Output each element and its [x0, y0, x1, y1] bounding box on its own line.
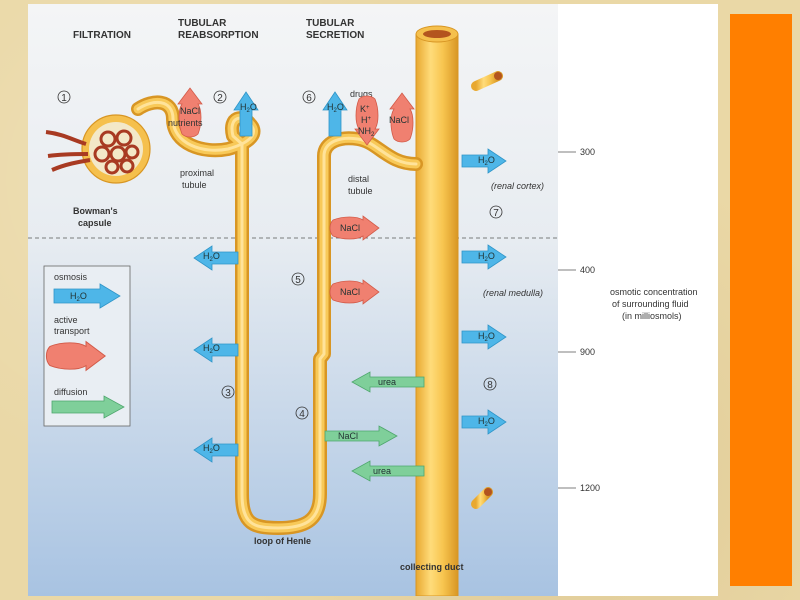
scale-caption-line1: osmotic concentration	[610, 287, 698, 297]
glomerulus	[93, 129, 140, 175]
legend-water-label: H2O	[70, 291, 87, 303]
duct-water-label-1: H2O	[478, 155, 495, 167]
ascending-nacl-label-2: NaCl	[340, 287, 360, 297]
scale-background	[558, 4, 718, 596]
distal-label-line1: distal	[348, 174, 369, 184]
distal-water-label: H2O	[327, 102, 344, 114]
collecting-duct-label: collecting duct	[400, 562, 464, 572]
legend-active-label-line2: transport	[54, 326, 90, 336]
descending-water-label-3: H2O	[203, 443, 220, 455]
scale-value-900: 900	[580, 347, 595, 357]
scale-caption-line2: of surrounding fluid	[612, 299, 689, 309]
renal-cortex-label: (renal cortex)	[491, 181, 544, 191]
osmolarity-scale: 300 400 900 1200 osmotic concentration o…	[558, 147, 698, 493]
drugs-label: drugs	[350, 89, 373, 99]
proximal-label-line2: tubule	[182, 180, 207, 190]
legend-active-label-line1: active	[54, 315, 78, 325]
urea-label-2: urea	[373, 466, 391, 476]
accent-panel	[730, 14, 792, 586]
step-7-number: 7	[493, 208, 499, 219]
legend-osmosis-arrow	[53, 283, 121, 309]
scale-caption-line3: (in milliosmols)	[622, 311, 682, 321]
proximal-label-line1: proximal	[180, 168, 214, 178]
scale-value-400: 400	[580, 265, 595, 275]
legend: osmosis H2O active transport diffusion	[43, 265, 131, 427]
renal-medulla-label: (renal medulla)	[483, 288, 543, 298]
nephron-tubule	[131, 95, 423, 535]
bowmans-capsule	[45, 114, 151, 184]
step-8-circle	[483, 377, 497, 391]
step-1-circle	[57, 90, 71, 104]
duct-water-label-3: H2O	[478, 331, 495, 343]
hydrogen-label: H+	[361, 115, 372, 125]
distal-nacl-label: NaCl	[389, 115, 409, 125]
distal-label-line2: tubule	[348, 186, 373, 196]
step-2-number: 2	[217, 93, 223, 104]
duct-water-label-2: H2O	[478, 251, 495, 263]
reabsorption-nacl-label: NaCl	[180, 106, 200, 116]
loop-label: loop of Henle	[254, 536, 311, 546]
descending-water-label-1: H2O	[203, 251, 220, 263]
step-3-circle	[221, 385, 235, 399]
step-4-number: 4	[299, 409, 305, 420]
duct-water-label-4: H2O	[478, 416, 495, 428]
legend-active-arrow	[45, 340, 107, 372]
legend-diffusion-arrow	[51, 395, 125, 419]
ascending-nacl-label-1: NaCl	[340, 223, 360, 233]
reabsorption-water-label: H2O	[240, 102, 257, 114]
scale-value-300: 300	[580, 147, 595, 157]
step-6-number: 6	[306, 93, 312, 104]
header-secretion-line2: SECRETION	[306, 30, 364, 41]
step-6-circle	[302, 90, 316, 104]
legend-diffusion-label: diffusion	[54, 387, 87, 397]
step-8-number: 8	[487, 380, 493, 391]
step-5-circle	[291, 272, 305, 286]
legend-osmosis-label: osmosis	[54, 272, 88, 282]
step-7-circle	[489, 205, 503, 219]
header-reabsorption-line1: TUBULAR	[178, 18, 227, 29]
nutrients-label: nutrients	[168, 118, 203, 128]
bowmans-label-line1: Bowman's	[73, 206, 118, 216]
header-reabsorption-line2: REABSORPTION	[178, 30, 259, 41]
bowmans-label-line2: capsule	[78, 218, 112, 228]
step-markers: 1 2 3 4 5 6 7 8	[57, 90, 503, 420]
scale-value-1200: 1200	[580, 483, 600, 493]
step-2-circle	[213, 90, 227, 104]
step-5-number: 5	[295, 275, 301, 286]
urea-label-1: urea	[378, 377, 396, 387]
step-1-number: 1	[61, 93, 67, 104]
step-4-circle	[295, 406, 309, 420]
header-secretion-line1: TUBULAR	[306, 18, 355, 29]
collecting-duct	[415, 25, 503, 596]
ammonia-label: NH2	[358, 126, 375, 138]
diffusion-nacl-label: NaCl	[338, 431, 358, 441]
nephron-diagram: FILTRATION TUBULAR REABSORPTION TUBULAR …	[28, 4, 718, 596]
potassium-label: K+	[360, 104, 370, 114]
descending-water-label-2: H2O	[203, 343, 220, 355]
step-3-number: 3	[225, 388, 231, 399]
header-filtration: FILTRATION	[73, 30, 131, 41]
